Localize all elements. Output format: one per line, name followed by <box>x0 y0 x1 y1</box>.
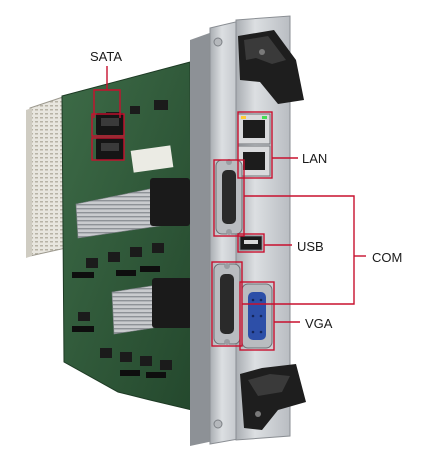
sata-label: SATA <box>90 49 123 64</box>
callout-lines <box>91 66 366 351</box>
com-label: COM <box>372 250 403 265</box>
backplane-connector <box>26 95 67 258</box>
com-port-bottom <box>213 263 241 345</box>
vga-label: VGA <box>305 316 333 331</box>
usb-label: USB <box>297 239 324 254</box>
usb-port <box>239 235 263 251</box>
lan-label: LAN <box>302 151 328 166</box>
vga-port <box>241 283 273 349</box>
lan-ports <box>237 113 271 177</box>
com-port-top <box>215 159 243 235</box>
bottom-ejector-lever <box>240 364 306 430</box>
sata-connectors <box>96 113 124 160</box>
top-ejector-lever <box>238 30 304 104</box>
ribbon-cable-top <box>75 178 190 239</box>
ribbon-cable-bottom <box>111 278 193 335</box>
